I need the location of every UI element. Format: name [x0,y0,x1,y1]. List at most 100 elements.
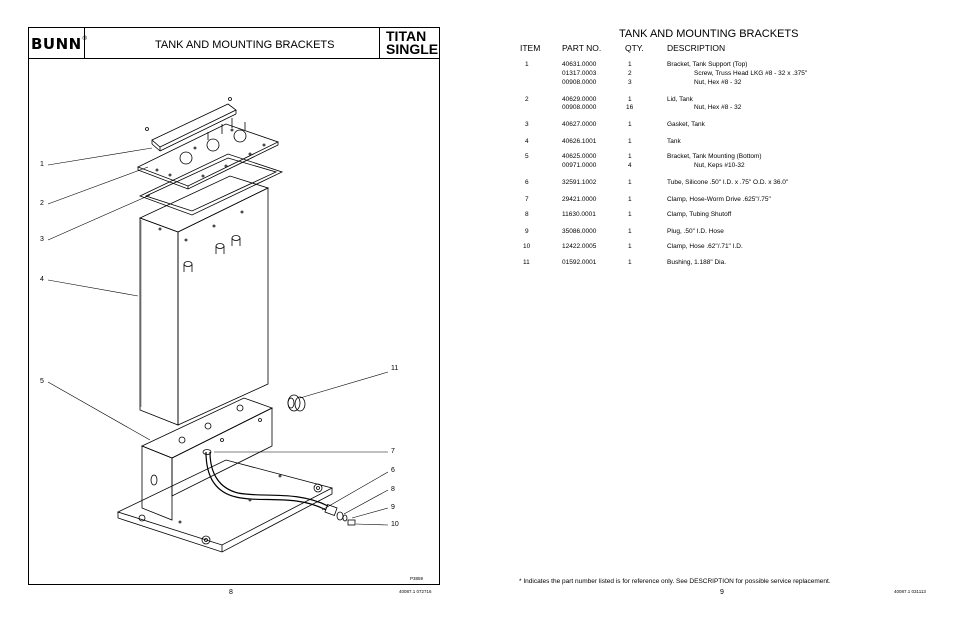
cell-qty: 1 [628,96,632,103]
cell-desc: Plug, .50" I.D. Hose [667,228,724,235]
callout-8: 8 [391,486,395,493]
cell-desc: Bushing, 1.188" Dia. [667,259,727,266]
cell-desc: Tank [667,138,681,145]
cell-part: 40631.0000 [562,61,597,68]
callout-9: 9 [391,504,395,511]
cell-qty: 1 [628,259,632,266]
cell-desc: Clamp, Hose-Worm Drive .625"/.75" [667,196,771,203]
cell-part: 01592.0001 [562,259,597,266]
cell-desc: Clamp, Hose .62"/.71" I.D. [667,243,743,250]
cell-part: 40625.0000 [562,153,597,160]
tank-body [138,175,270,426]
callout-4: 4 [40,276,44,283]
col-header-qty: QTY. [625,43,644,53]
bunn-logo: BUNN® [31,35,89,53]
logo-box: BUNN® [29,28,89,58]
cell-item: 3 [525,121,529,128]
left-page-frame: BUNN® TANK AND MOUNTING BRACKETS TITAN S… [28,27,440,585]
cell-part: 00971.0000 [562,162,597,169]
cell-item: 1 [525,61,529,68]
model-box: TITAN SINGLE [379,28,439,58]
cell-part: 12422.0005 [562,243,597,250]
bushing [287,394,306,412]
cell-item: 11 [523,259,530,266]
callout-11: 11 [391,365,399,372]
right-page-title: TANK AND MOUNTING BRACKETS [619,28,799,40]
cell-qty: 1 [628,61,632,68]
cell-qty: 1 [628,153,632,160]
cell-desc: Clamp, Tubing Shutoff [667,211,732,218]
tank-lid [136,118,280,190]
cell-item: 10 [523,243,531,250]
cell-part: 35086.0000 [562,228,597,235]
callout-7: 7 [391,448,395,455]
callout-5: 5 [40,378,44,385]
art-id: P3859 [410,576,424,581]
cell-part: 29421.0000 [562,196,597,203]
cell-desc: Nut, Keps #10-32 [694,162,745,169]
left-header: BUNN® TANK AND MOUNTING BRACKETS TITAN S… [29,28,439,59]
cell-part: 40626.1001 [562,138,597,145]
cell-qty: 1 [628,243,632,250]
col-header-part-no: PART NO. [562,43,602,53]
left-page-title: TANK AND MOUNTING BRACKETS [155,39,335,51]
model-name-line1: TITAN [386,28,427,44]
cell-qty: 3 [628,79,632,86]
cell-desc: Screw, Truss Head LKG #8 - 32 x .375" [694,70,808,77]
left-doc-code: 40087.1 072716 [399,589,432,594]
leader-lines [47,147,389,526]
tubing-shutoff-clamp [324,504,338,516]
left-page-number: 8 [229,589,233,596]
hose-clamp-worm-drive [202,449,212,455]
tank-gasket [138,153,284,216]
callout-10: 10 [391,521,399,528]
cell-part: 11630.0001 [562,211,596,218]
cell-part: 01317.0003 [562,70,597,77]
cell-qty: 16 [626,104,634,111]
cell-item: 6 [525,179,529,186]
cell-desc: Lid, Tank [667,96,693,103]
hose-plug [336,511,348,522]
cell-part: 00908.0000 [562,79,597,86]
cell-item: 4 [525,138,529,145]
callout-2: 2 [40,200,44,207]
tank-mounting-bracket-bottom [140,397,274,521]
col-header-description: DESCRIPTION [667,43,726,53]
cell-qty: 1 [628,211,632,218]
cell-item: 7 [525,196,529,203]
cell-desc: Gasket, Tank [667,121,705,128]
reference-footnote: * Indicates the part number listed is fo… [519,578,831,585]
callout-1: 1 [40,161,44,168]
right-doc-code: 40087.1 031113 [894,589,926,594]
model-name-line2: SINGLE [386,41,439,57]
cell-part: 40629.0000 [562,96,597,103]
cell-qty: 1 [628,121,632,128]
cell-qty: 2 [628,70,632,77]
right-page-number: 9 [720,589,724,596]
cell-qty: 1 [628,228,632,235]
cell-qty: 1 [628,179,632,186]
cell-desc: Tube, Silicone .50" I.D. x .75" O.D. x 3… [667,179,789,186]
cell-part: 40627.0000 [562,121,597,128]
cell-part: 32591.1002 [562,179,597,186]
cell-item: 9 [525,228,529,235]
cell-qty: 1 [628,138,632,145]
col-header-item: ITEM [520,43,541,53]
callout-3: 3 [40,236,44,243]
hose-clamp [347,519,356,526]
cell-desc: Nut, Hex #8 - 32 [694,79,742,86]
cell-part: 00908.0000 [562,104,597,111]
cell-qty: 1 [628,196,632,203]
cell-desc: Bracket, Tank Mounting (Bottom) [667,153,762,160]
base-plate [116,459,334,553]
cell-item: 5 [525,153,529,160]
cell-desc: Nut, Hex #8 - 32 [694,104,742,111]
tank-support-bracket-top [145,97,237,152]
callout-6: 6 [391,467,395,474]
cell-qty: 4 [628,162,632,169]
silicone-tube [205,451,329,511]
cell-item: 2 [525,96,529,103]
cell-desc: Bracket, Tank Support (Top) [667,61,748,68]
cell-item: 8 [525,211,529,218]
